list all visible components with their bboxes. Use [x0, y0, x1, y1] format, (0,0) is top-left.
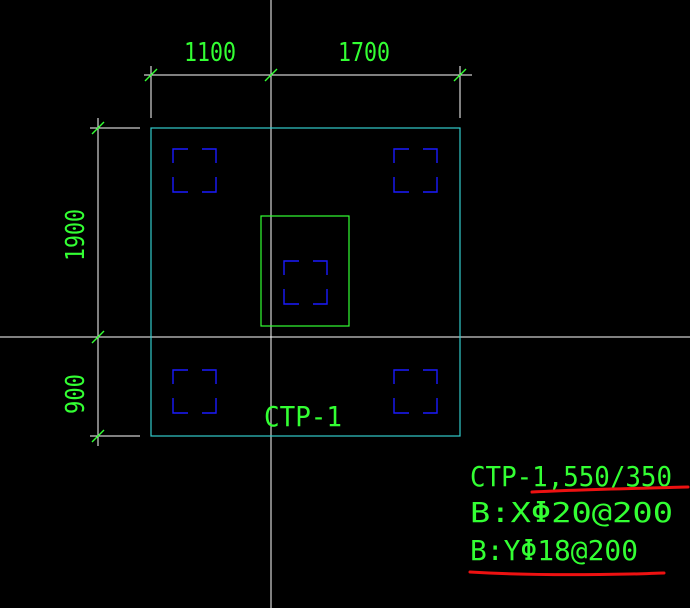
dimension-top-right: 1700: [338, 38, 390, 68]
footing-label[interactable]: CTP-1: [264, 400, 342, 433]
annotation-line-3[interactable]: B:YΦ18@200: [470, 534, 638, 567]
pile-bottom-left[interactable]: [172, 369, 217, 414]
column-outline[interactable]: [260, 215, 350, 327]
pile-bottom-right[interactable]: [393, 369, 438, 414]
dimension-top-left: 1100: [184, 38, 236, 68]
pile-center[interactable]: [283, 260, 328, 305]
pile-top-right[interactable]: [393, 148, 438, 193]
dimension-left-upper: 1900: [61, 209, 91, 261]
highlight-underline-2: [468, 570, 666, 577]
pile-top-left[interactable]: [172, 148, 217, 193]
annotation-line-2[interactable]: B:XΦ20@200: [470, 496, 673, 529]
highlight-underline-1: [530, 485, 690, 494]
top-dimension-line: [144, 66, 472, 118]
dimension-left-lower: 900: [61, 374, 91, 414]
left-dimension-line: [90, 118, 140, 446]
footing-outline[interactable]: [150, 127, 461, 437]
